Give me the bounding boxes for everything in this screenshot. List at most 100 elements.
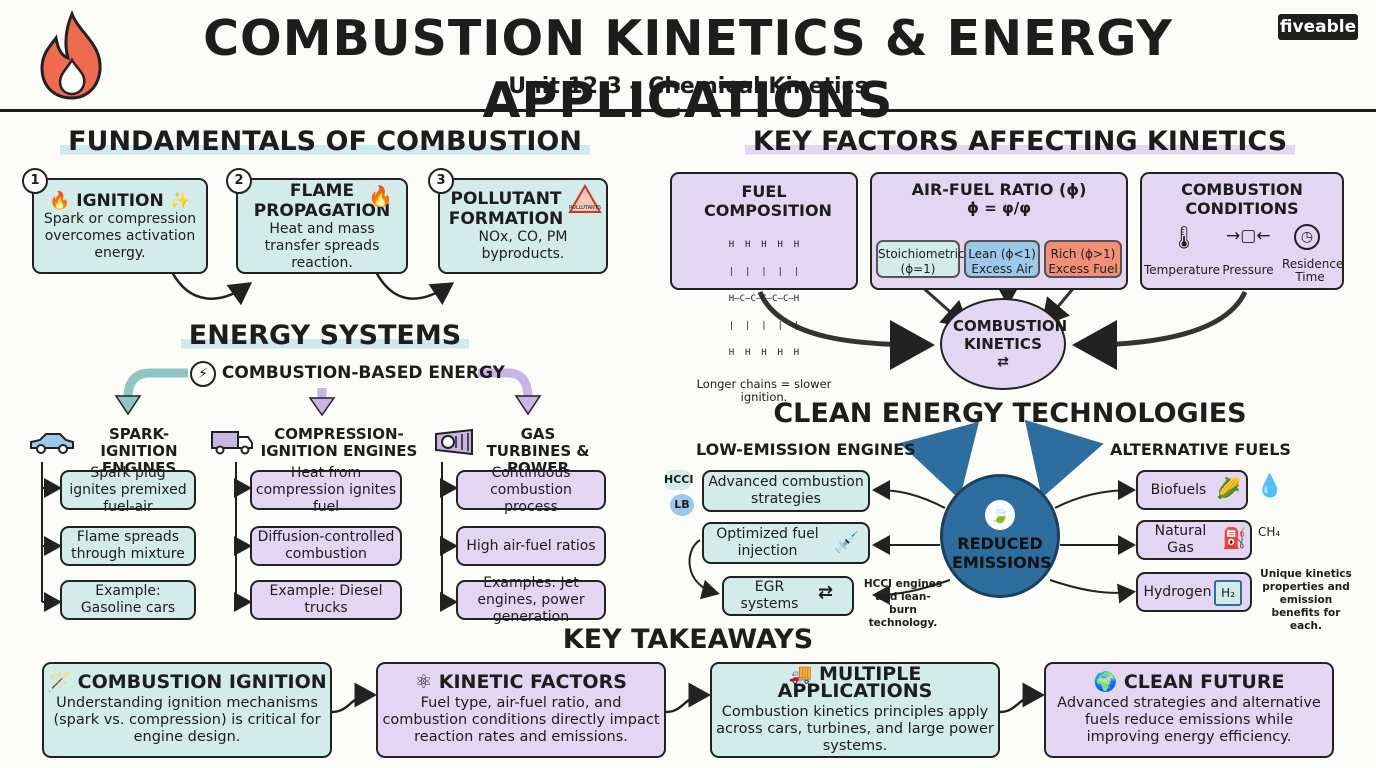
compression-item: Diffusion-controlled combustion (250, 526, 402, 566)
alt-fuel-item: Biofuels (1136, 470, 1248, 510)
condition-label: Pressure (1222, 263, 1274, 277)
takeaway-text: Advanced strategies and alternative fuel… (1057, 695, 1321, 745)
arrow-reduced-to-low-emission (899, 421, 980, 500)
page-title: COMBUSTION KINETICS & ENERGY APPLICATION… (203, 10, 1173, 129)
takeaway-text: Understanding ignition mechanisms (spark… (53, 695, 321, 745)
turbine-item: High air-fuel ratios (456, 526, 606, 566)
factor-title: FUEL COMPOSITION (704, 182, 832, 220)
afr-option-rich: Rich (ϕ>1)Excess Fuel (1044, 240, 1122, 278)
takeaway-title: CLEAN FUTURE (1123, 671, 1285, 693)
combustion-kinetics-node: COMBUSTION KINETICS ⇄ (940, 298, 1067, 390)
arrow-flame-to-pollutant (374, 271, 455, 306)
low-emission-item: Advanced combustion strategies (702, 470, 870, 512)
page-subtitle: Unit 12.3 – Chemical Kinetics (508, 74, 868, 99)
low-emission-note: HCCI engines and lean-burn technology. (863, 578, 943, 629)
takeaways-heading: KEY TAKEAWAYS (562, 624, 814, 655)
pressure-icon: →▢← (1226, 226, 1271, 246)
vehicle-icon: 🚚 (788, 662, 813, 685)
warning-sign-icon: POLLUTANTS (568, 184, 602, 213)
compression-item: Example: Diesel trucks (250, 580, 402, 620)
step-text: NOx, CO, PM byproducts. (478, 229, 568, 262)
takeaway-title: MULTIPLE APPLICATIONS (777, 662, 933, 702)
clock-icon: ◷ (1294, 224, 1320, 250)
leaf-icon: 🍃 (985, 500, 1015, 530)
step-flame-card: FLAME PROPAGATION Heat and mass transfer… (236, 178, 408, 274)
column-title: COMPRESSION-IGNITION ENGINES (260, 425, 418, 460)
step-title: FLAME PROPAGATION (253, 180, 391, 221)
methane-label: CH₄ (1258, 525, 1281, 539)
step-title: IGNITION (76, 190, 164, 211)
flame-spread-icon: 🔥 (368, 184, 393, 208)
car-icon (30, 433, 74, 454)
arrow-conditions-to-kinetics (1072, 290, 1248, 370)
hydrogen-icon: H₂ (1214, 580, 1242, 606)
clean-energy-heading: CLEAN ENERGY TECHNOLOGIES (773, 398, 1247, 429)
arrow-ignition-to-flame (170, 271, 253, 306)
droplet-icon: 💧 (1256, 474, 1284, 499)
step-number: 3 (428, 168, 454, 194)
takeaway-card: 🚚 MULTIPLE APPLICATIONS Combustion kinet… (710, 662, 1000, 758)
afr-option-lean: Lean (ϕ<1)Excess Air (964, 240, 1040, 278)
takeaway-title: KINETIC FACTORS (438, 671, 627, 693)
factor-note: Longer chains = slower ignition. (696, 377, 832, 404)
step-text: Spark or compression overcomes activatio… (43, 210, 197, 261)
fuel-injector-icon: 💉 (834, 530, 859, 554)
alt-fuel-item: Natural Gas (1136, 520, 1252, 560)
factor-title: COMBUSTION CONDITIONS (1181, 180, 1303, 218)
turbine-item: Examples: Jet engines, power generation (456, 575, 606, 625)
low-emission-item: EGR systems (722, 576, 854, 616)
step-number: 2 (226, 168, 252, 194)
lightning-icon: ⚡ (190, 361, 216, 387)
spark-item: Spark plug ignites premixed fuel-air (60, 465, 196, 515)
molecule-icon: ⚛ (415, 671, 433, 693)
arrow-fuel-to-kinetics (757, 290, 935, 370)
fuel-composition-card: FUEL COMPOSITION H H H H H | | | | | H–C… (670, 172, 858, 404)
arrow-reduced-to-alt-fuels (1024, 419, 1104, 498)
factor-title: AIR-FUEL RATIO (ϕ) (911, 180, 1087, 199)
spark-item: Example: Gasoline cars (60, 580, 196, 620)
arrow-root-to-spark (123, 368, 188, 399)
lb-badge: LB (670, 494, 694, 516)
header-divider (0, 109, 1376, 112)
hydrocarbon-structure: H H H H H | | | | | H–C–C–C–C–C–H | | | … (728, 240, 800, 358)
thermometer-icon: 🌡 (1170, 226, 1198, 251)
reduced-emissions-node: 🍃 REDUCED EMISSIONS (940, 474, 1060, 598)
truck-icon (211, 431, 253, 455)
recirculation-icon: ⇄ (818, 582, 834, 603)
step-title: POLLUTANT FORMATION (448, 189, 564, 229)
alt-fuel-note: Unique kinetics properties and emission … (1260, 568, 1352, 632)
condition-label: Residence Time (1282, 257, 1344, 284)
step-text: Heat and mass transfer spreads reaction. (264, 220, 380, 271)
spark-icon: ✨ (169, 190, 191, 211)
spark-item: Flame spreads through mixture (60, 526, 196, 566)
fundamentals-heading: FUNDAMENTALS OF COMBUSTION (0, 126, 650, 157)
step-number: 1 (22, 168, 48, 194)
arrow-root-to-turbine (478, 368, 533, 399)
energy-systems-heading: ENERGY SYSTEMS (0, 320, 650, 351)
compression-item: Heat from compression ignites fuel (250, 465, 402, 515)
key-factors-heading: KEY FACTORS AFFECTING KINETICS (700, 126, 1340, 157)
magic-wand-icon: 🪄 (47, 671, 72, 693)
turbine-icon (435, 428, 473, 456)
turbine-item: Continuous combustion process (456, 465, 606, 515)
globe-icon: 🌍 (1093, 671, 1118, 693)
gas-pump-icon: ⛽ (1222, 526, 1247, 550)
takeaway-card: 🌍 CLEAN FUTURE Advanced strategies and a… (1044, 662, 1334, 758)
cycle-icon: ⇄ (997, 354, 1009, 370)
afr-formula: ϕ = φ/φ (967, 199, 1031, 217)
alt-fuels-heading: ALTERNATIVE FUELS (1110, 440, 1291, 459)
takeaway-card: 🪄 COMBUSTION IGNITION Understanding igni… (42, 662, 332, 758)
takeaway-text: Fuel type, air-fuel ratio, and combustio… (382, 695, 660, 745)
brand-logo: fiveable (1278, 14, 1358, 40)
takeaway-title: COMBUSTION IGNITION (77, 671, 327, 693)
flame-logo-icon (40, 10, 102, 100)
takeaway-card: ⚛ KINETIC FACTORS Fuel type, air-fuel ra… (376, 662, 666, 758)
corn-icon: 🌽 (1216, 476, 1241, 500)
energy-root-label: ⚡ COMBUSTION-BASED ENERGY (190, 361, 505, 387)
low-emission-heading: LOW-EMISSION ENGINES (696, 440, 916, 459)
fire-icon: 🔥 (49, 190, 71, 211)
hcci-badge: HCCI (664, 470, 693, 490)
takeaway-text: Combustion kinetics principles apply acr… (716, 703, 994, 754)
step-ignition-card: 🔥 IGNITION ✨ Spark or compression overco… (32, 178, 208, 274)
low-emission-item: Optimized fuel injection (702, 522, 870, 564)
